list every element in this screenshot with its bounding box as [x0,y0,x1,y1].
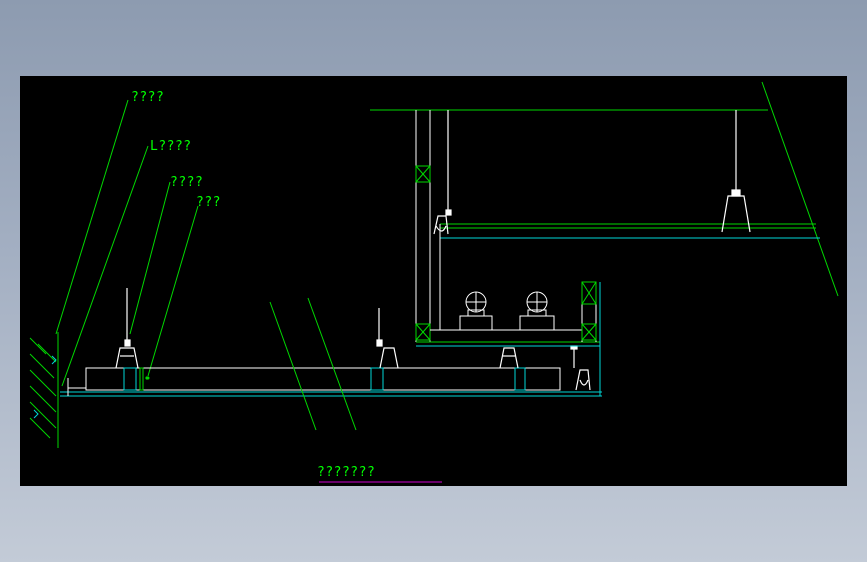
upper-ceiling-panel [440,223,820,239]
lower-hangers [115,288,591,391]
upper-hangers [433,110,751,235]
light-fixture-1 [459,291,493,331]
drawing-caption: ??????? [317,465,375,480]
lower-ceiling-panel [60,367,602,397]
label-3: ???? [170,175,203,190]
label-4: ??? [196,195,221,210]
wall-marks [33,355,57,419]
bulkhead-frame [415,110,601,396]
break-lines [269,81,839,431]
wall-hatch [29,332,59,448]
light-fixture-2 [519,291,555,331]
label-1: ???? [131,90,164,105]
cad-drawing-viewport[interactable]: ???? L???? ???? ??? [20,76,847,486]
leader-lines [55,99,199,387]
ceiling-section-drawing: ???? L???? ???? ??? [29,81,839,483]
label-2: L???? [150,139,192,154]
